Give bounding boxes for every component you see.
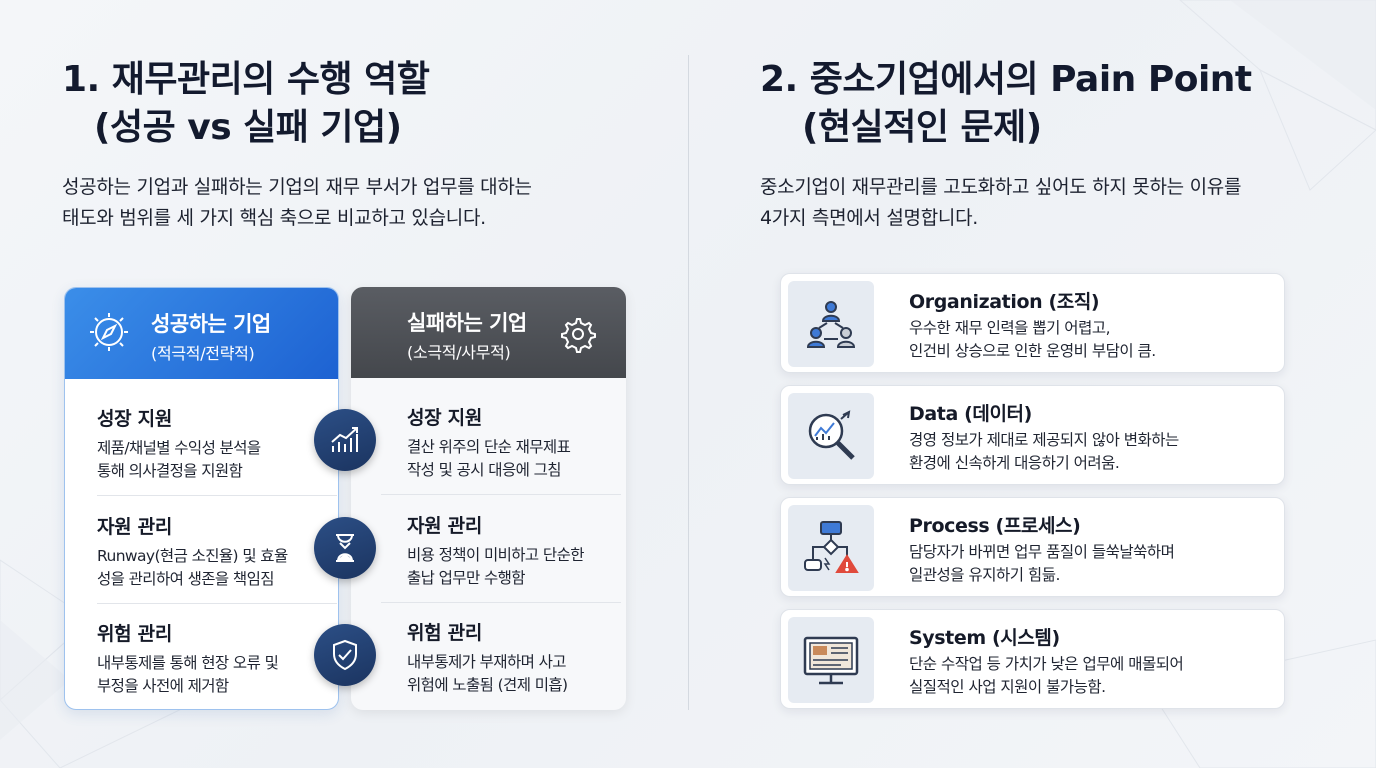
fail-card-subtitle: (소극적/사무적): [407, 343, 511, 362]
magnifier-chart-icon: [788, 393, 874, 479]
item-separator: [381, 602, 621, 603]
left-section-title: 1. 재무관리의 수행 역할 (성공 vs 실패 기업): [62, 56, 430, 152]
pain-desc: 우수한 재무 인력을 뽑기 어렵고,인건비 상승으로 인한 운영비 부담이 큼.: [909, 319, 1156, 360]
left-title-line1: 1. 재무관리의 수행 역할: [62, 59, 430, 100]
item-title: 자원 관리: [407, 515, 483, 537]
team-icon: [788, 281, 874, 367]
hourglass-icon: [314, 517, 376, 579]
right-desc-line1: 중소기업이 재무관리를 고도화하고 싶어도 하지 못하는 이유를: [760, 176, 1242, 198]
right-title-line2: (현실적인 문제): [802, 107, 1042, 148]
left-title-line2: (성공 vs 실패 기업): [94, 107, 402, 148]
item-title: 위험 관리: [407, 622, 483, 644]
left-desc-line2: 태도와 범위를 세 가지 핵심 축으로 비교하고 있습니다.: [62, 207, 486, 229]
fail-card-header: 실패하는 기업 (소극적/사무적): [351, 287, 626, 378]
right-desc-line2: 4가지 측면에서 설명합니다.: [760, 207, 978, 229]
success-card-title: 성공하는 기업: [151, 312, 271, 336]
success-card-header: 성공하는 기업 (적극적/전략적): [65, 288, 338, 379]
pain-title: Organization (조직): [909, 291, 1100, 313]
column-divider: [688, 55, 689, 710]
item-title: 성장 지원: [97, 408, 173, 430]
right-section-title: 2. 중소기업에서의 Pain Point (현실적인 문제): [760, 56, 1252, 152]
fail-card-title: 실패하는 기업: [407, 311, 527, 335]
left-desc-line1: 성공하는 기업과 실패하는 기업의 재무 부서가 업무를 대하는: [62, 176, 532, 198]
item-title: 성장 지원: [407, 407, 483, 429]
right-description: 중소기업이 재무관리를 고도화하고 싶어도 하지 못하는 이유를 4가지 측면에…: [760, 172, 1350, 234]
left-description: 성공하는 기업과 실패하는 기업의 재무 부서가 업무를 대하는 태도와 범위를…: [62, 172, 662, 234]
gears-icon: [561, 318, 596, 353]
shield-check-icon: [314, 624, 376, 686]
right-title-line1: 2. 중소기업에서의 Pain Point: [760, 59, 1252, 100]
item-separator: [97, 603, 337, 604]
monitor-icon: [788, 617, 874, 703]
flowchart-warning-icon: [788, 505, 874, 591]
pain-title: System (시스템): [909, 627, 1060, 649]
pain-title: Data (데이터): [909, 403, 1032, 425]
item-separator: [381, 494, 621, 495]
pain-point-organization: Organization (조직) 우수한 재무 인력을 뽑기 어렵고,인건비 …: [780, 273, 1285, 373]
item-title: 위험 관리: [97, 623, 173, 645]
success-card-subtitle: (적극적/전략적): [151, 344, 255, 363]
item-title: 자원 관리: [97, 516, 173, 538]
compass-icon: [90, 313, 128, 351]
pain-title: Process (프로세스): [909, 515, 1081, 537]
item-separator: [97, 495, 337, 496]
growth-chart-icon: [314, 409, 376, 471]
